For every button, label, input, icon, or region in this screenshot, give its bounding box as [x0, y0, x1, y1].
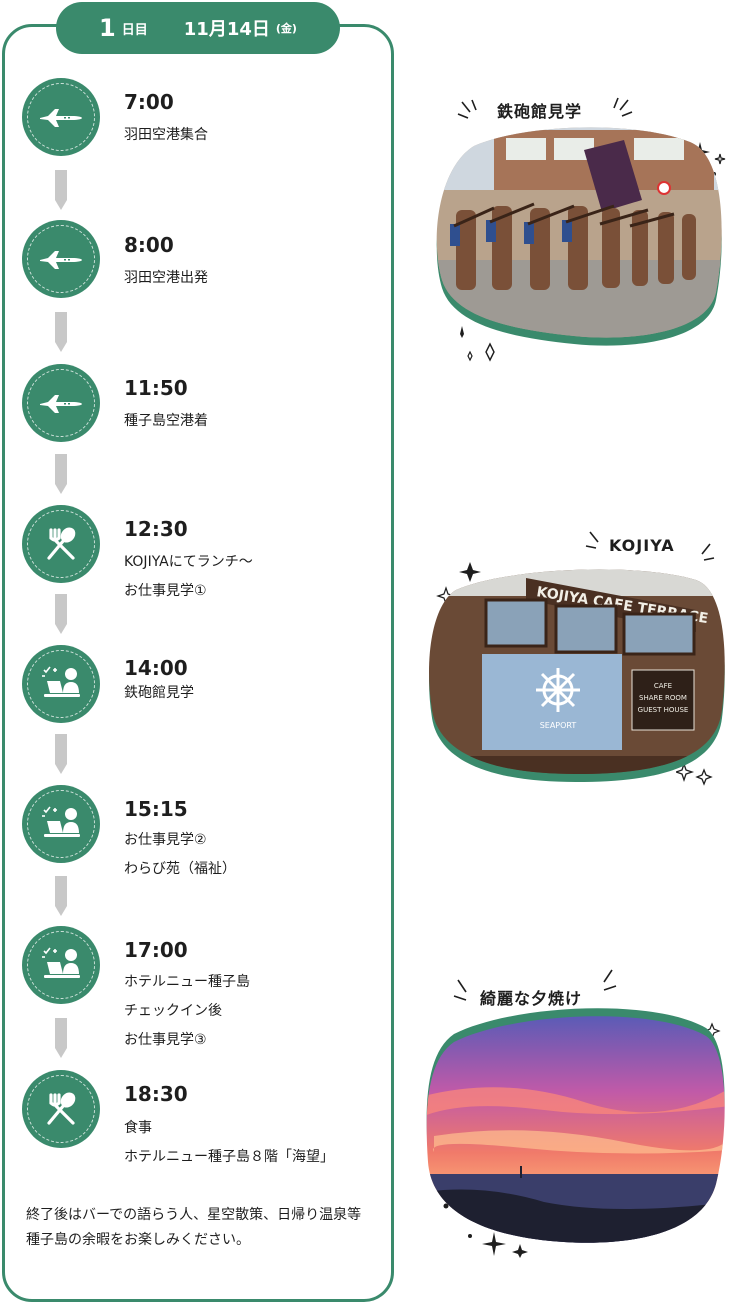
down-arrow-icon [55, 594, 67, 634]
work-desk-icon [22, 645, 100, 723]
time-label: 7:00 [124, 90, 174, 114]
emphasis-lines-icon [613, 97, 633, 117]
time-label: 8:00 [124, 233, 174, 257]
day-suffix: 日目 [121, 22, 148, 38]
airplane-icon [22, 364, 100, 442]
photo-caption: 綺麗な夕焼け [480, 989, 583, 1008]
date-label: 11月14日 [183, 19, 270, 40]
work-desk-icon [22, 926, 100, 1004]
board-text: GUEST HOUSE [638, 706, 689, 714]
day-tab: 1 日目 11月14日 (金) [56, 2, 340, 54]
time-label: 17:00 [124, 938, 188, 962]
description-line: わらび苑（福祉） [124, 861, 236, 877]
schedule-description: 羽田空港集合 [124, 121, 208, 150]
emphasis-lines-icon [585, 531, 599, 549]
description-line: お仕事見学② [124, 832, 207, 848]
photo-caption: 鉄砲館見学 [497, 102, 583, 121]
matchlock-parade-photo [436, 127, 722, 346]
work-desk-icon [22, 785, 100, 863]
closing-note: 終了後はバーでの語らう人、星空散策、日帰り温泉等 種子島の余暇をお楽しみください… [26, 1207, 376, 1248]
description-line: 羽田空港集合 [124, 127, 208, 143]
time-label: 12:30 [124, 517, 188, 541]
down-arrow-icon [55, 454, 67, 494]
time-label: 15:15 [124, 797, 188, 821]
description-line: KOJIYAにてランチ〜 [124, 554, 253, 570]
down-arrow-icon [55, 876, 67, 916]
photo-caption: KOJIYA [609, 536, 675, 555]
schedule-description: KOJIYAにてランチ〜 お仕事見学① [124, 548, 253, 606]
time-label: 18:30 [124, 1082, 188, 1106]
description-line: お仕事見学① [124, 583, 207, 599]
schedule-description: 種子島空港着 [124, 407, 208, 436]
time-label: 14:00 [124, 656, 188, 680]
airplane-icon [22, 78, 100, 156]
fork-spoon-icon [22, 505, 100, 583]
weekday-label: (金) [275, 22, 297, 35]
description-line: ホテルニュー種子島８階「海望」 [124, 1149, 334, 1165]
airplane-icon [22, 220, 100, 298]
schedule-description: 鉄砲館見学 [124, 679, 194, 708]
day-number: 1 [99, 14, 116, 42]
sunset-photo [426, 1008, 725, 1243]
schedule-description: 羽田空港出発 [124, 264, 208, 293]
description-line: お仕事見学③ [124, 1032, 207, 1048]
description-line: 羽田空港出発 [124, 270, 208, 286]
schedule-description: 食事 ホテルニュー種子島８階「海望」 [124, 1114, 334, 1172]
schedule-description: ホテルニュー種子島 チェックイン後 お仕事見学③ [124, 968, 250, 1055]
kojiya-cafe-photo: KOJIYA CAFE TERRACE SEAPORT CAFE SHARE R… [429, 569, 725, 782]
down-arrow-icon [55, 312, 67, 352]
time-label: 11:50 [124, 376, 188, 400]
emphasis-lines-icon [603, 969, 617, 991]
emphasis-lines-icon [453, 979, 467, 1001]
down-arrow-icon [55, 170, 67, 210]
emphasis-lines-icon [457, 99, 477, 119]
fork-spoon-icon [22, 1070, 100, 1148]
down-arrow-icon [55, 1018, 67, 1058]
sparkle-icon [676, 762, 713, 786]
curtain-text: SEAPORT [540, 721, 577, 730]
emphasis-lines-icon [701, 543, 715, 561]
down-arrow-icon [55, 734, 67, 774]
description-line: 食事 [124, 1120, 152, 1136]
description-line: 種子島空港着 [124, 413, 208, 429]
description-line: チェックイン後 [124, 1003, 222, 1019]
description-line: 鉄砲館見学 [124, 685, 194, 701]
description-line: ホテルニュー種子島 [124, 974, 250, 990]
sparkle-icon [460, 326, 495, 362]
schedule-description: お仕事見学② わらび苑（福祉） [124, 826, 236, 884]
board-text: CAFE [654, 682, 672, 690]
board-text: SHARE ROOM [639, 694, 687, 702]
